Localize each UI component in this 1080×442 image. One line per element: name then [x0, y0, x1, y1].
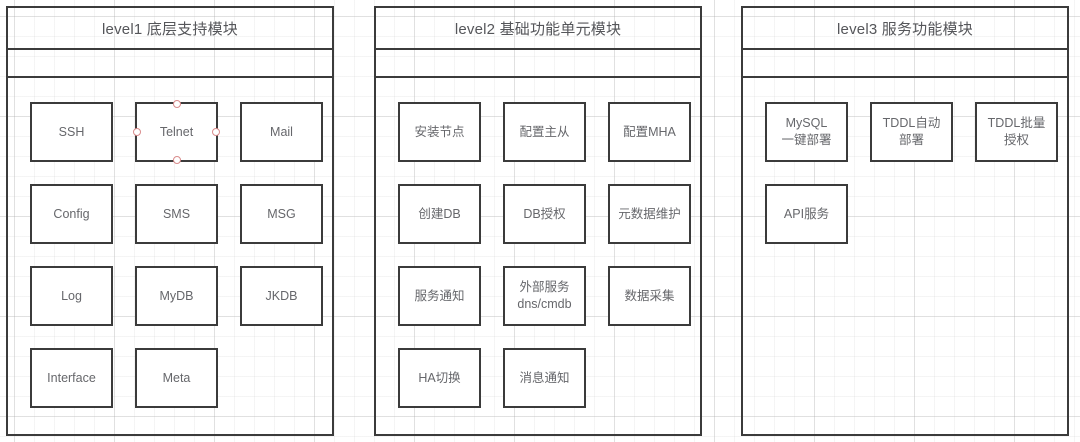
node-label: Config: [53, 206, 90, 221]
node-box[interactable]: 安装节点: [398, 102, 481, 162]
node-label: Telnet: [159, 124, 194, 139]
panel-subheader-band-level2: [376, 50, 700, 78]
node-label: HA切换: [418, 370, 461, 385]
node-label: MSG: [267, 206, 296, 221]
panel-subheader-band-level3: [743, 50, 1067, 78]
node-label: TDDL自动 部署: [882, 116, 941, 147]
node-label: 安装节点: [414, 124, 465, 139]
node-box[interactable]: DB授权: [503, 184, 586, 244]
connection-handle-bottom-icon[interactable]: [172, 156, 181, 164]
node-label: MySQL 一键部署: [781, 116, 832, 147]
connection-handle-right-icon[interactable]: [212, 128, 220, 136]
panel-title-level3: level3 服务功能模块: [743, 8, 1067, 50]
node-label: Log: [61, 288, 82, 303]
node-label: Interface: [47, 370, 96, 385]
panel-subheader-band-level1: [8, 50, 332, 78]
panel-title-level1: level1 底层支持模块: [8, 8, 332, 50]
connection-handle-top-icon[interactable]: [172, 100, 181, 108]
node-box[interactable]: TDDL批量 授权: [975, 102, 1058, 162]
node-box[interactable]: HA切换: [398, 348, 481, 408]
panel-body-level3: MySQL 一键部署 TDDL自动 部署 TDDL批量 授权 API服务: [743, 78, 1067, 432]
node-box[interactable]: 元数据维护: [608, 184, 691, 244]
panel-level2[interactable]: level2 基础功能单元模块安装节点 配置主从 配置MHA 创建DB DB授权 元数据维…: [374, 6, 702, 436]
panel-title-level2: level2 基础功能单元模块: [376, 8, 700, 50]
panel-level3[interactable]: level3 服务功能模块 MySQL 一键部署 TDDL自动 部署 TDDL批量 授…: [741, 6, 1069, 436]
node-label: JKDB: [265, 288, 298, 303]
node-box[interactable]: Telnet: [133, 100, 220, 164]
node-label: DB授权: [523, 206, 566, 221]
node-box[interactable]: 创建DB: [398, 184, 481, 244]
node-box[interactable]: 配置MHA: [608, 102, 691, 162]
node-box[interactable]: API服务: [765, 184, 848, 244]
node-label: 元数据维护: [618, 206, 681, 221]
node-box[interactable]: SMS: [135, 184, 218, 244]
node-label: 外部服务 dns/cmdb: [517, 280, 572, 311]
node-box[interactable]: SSH: [30, 102, 113, 162]
node-box[interactable]: 服务通知: [398, 266, 481, 326]
node-label: 配置MHA: [623, 124, 676, 139]
node-label: 消息通知: [519, 370, 570, 385]
node-label: 数据采集: [624, 288, 675, 303]
node-label: 配置主从: [519, 124, 570, 139]
node-box[interactable]: TDDL自动 部署: [870, 102, 953, 162]
node-label: SMS: [162, 206, 191, 221]
connection-handle-left-icon[interactable]: [133, 128, 141, 136]
node-box[interactable]: 外部服务 dns/cmdb: [503, 266, 586, 326]
node-label: MyDB: [159, 288, 194, 303]
node-box[interactable]: Interface: [30, 348, 113, 408]
node-box[interactable]: Mail: [240, 102, 323, 162]
node-label: 服务通知: [414, 288, 465, 303]
node-box[interactable]: JKDB: [240, 266, 323, 326]
node-box[interactable]: MSG: [240, 184, 323, 244]
node-box[interactable]: 数据采集: [608, 266, 691, 326]
node-box[interactable]: MySQL 一键部署: [765, 102, 848, 162]
node-box[interactable]: 配置主从: [503, 102, 586, 162]
panel-body-level2: 安装节点 配置主从 配置MHA 创建DB DB授权 元数据维护服务通知 外部服务 dns/c…: [376, 78, 700, 432]
node-label: API服务: [783, 206, 830, 221]
node-label: Mail: [270, 124, 293, 139]
node-box[interactable]: Meta: [135, 348, 218, 408]
node-box[interactable]: 消息通知: [503, 348, 586, 408]
node-box[interactable]: Log: [30, 266, 113, 326]
node-label: 创建DB: [418, 206, 461, 221]
node-label: TDDL批量 授权: [987, 116, 1046, 147]
node-label: Meta: [162, 370, 191, 385]
node-box[interactable]: MyDB: [135, 266, 218, 326]
node-label: SSH: [58, 124, 85, 139]
node-box[interactable]: Config: [30, 184, 113, 244]
